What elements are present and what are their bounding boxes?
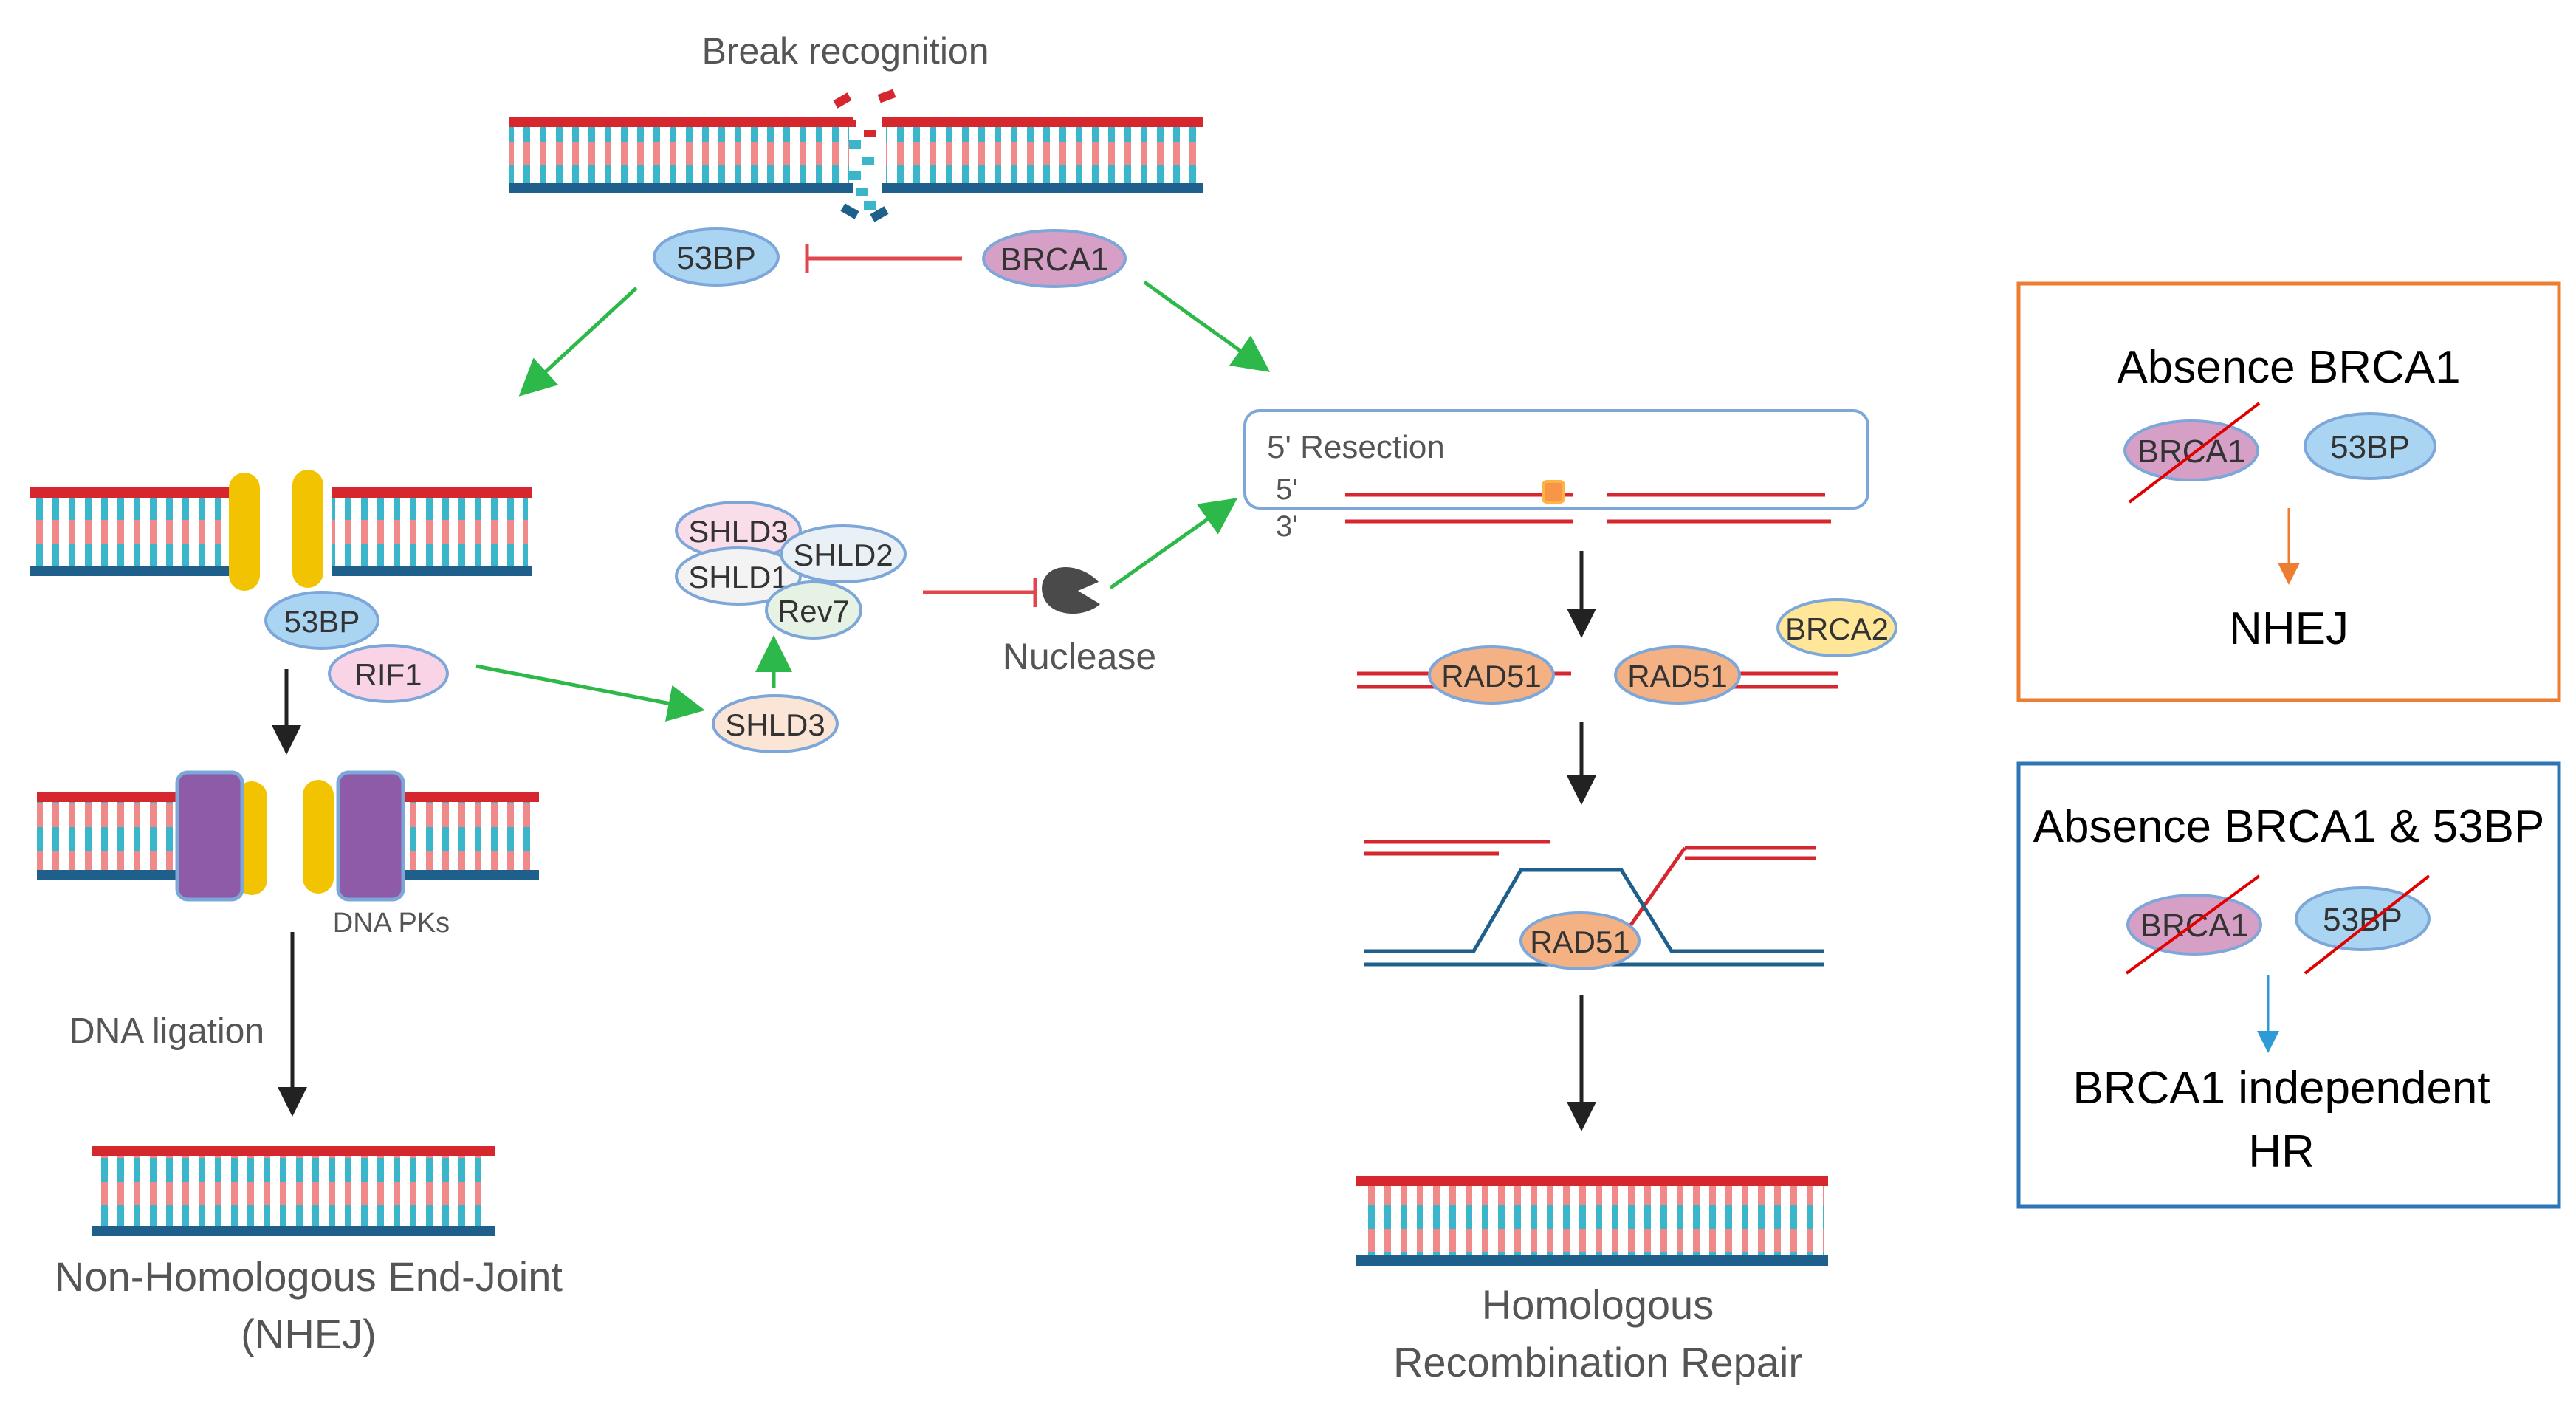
arrow-nuclease-to-resection xyxy=(1109,498,1238,590)
resection-label: 5' Resection xyxy=(1267,429,1445,465)
svg-text:53BP: 53BP xyxy=(284,604,360,639)
arrow-rif1-to-shld3 xyxy=(475,664,705,722)
shieldin-complex: SHLD3 SHLD1 SHLD2 Rev7 xyxy=(675,501,907,640)
dna-repaired-nhej xyxy=(92,1146,495,1236)
box2-result-line2: HR xyxy=(2248,1126,2315,1177)
resection-box xyxy=(1243,409,1869,510)
arrow-to-nhej xyxy=(518,287,638,397)
protein-rad51-a: RAD51 xyxy=(1428,645,1555,705)
dna-with-ku-left xyxy=(30,470,532,591)
five-prime-label: 5' xyxy=(1276,473,1298,506)
legend-box-absence-brca1: Absence BRCA1 BRCA1 53BP NHEJ xyxy=(2016,281,2561,702)
inhibition-shieldin-to-nuclease xyxy=(923,578,1037,607)
inhibition-brca1-to-53bp xyxy=(805,244,962,273)
svg-text:RAD51: RAD51 xyxy=(1441,659,1541,693)
dna-ligation-label: DNA ligation xyxy=(69,1012,264,1051)
svg-text:RAD51: RAD51 xyxy=(1627,659,1727,693)
nuclease-icon xyxy=(1042,566,1100,614)
box2-title: Absence BRCA1 & 53BP xyxy=(2033,801,2545,852)
box2-53bp-crossed: 53BP xyxy=(2295,874,2431,975)
rad51-loading: RAD51 RAD51 xyxy=(1357,645,1838,705)
svg-text:BRCA2: BRCA2 xyxy=(1785,611,1889,646)
protein-53bp-left: 53BP xyxy=(264,591,379,650)
protein-brca1-top: BRCA1 xyxy=(982,229,1127,288)
svg-text:53BP: 53BP xyxy=(2330,429,2410,465)
box2-result-line1: BRCA1 independent xyxy=(2072,1063,2490,1114)
svg-text:SHLD3: SHLD3 xyxy=(725,707,825,742)
dna-pks-label: DNA PKs xyxy=(333,908,450,939)
svg-text:RIF1: RIF1 xyxy=(354,657,422,692)
arrow-to-hr xyxy=(1143,280,1271,372)
dna-with-dnapk xyxy=(37,770,539,902)
svg-text:53BP: 53BP xyxy=(676,240,756,276)
svg-text:BRCA1: BRCA1 xyxy=(1000,241,1109,278)
ku-protein-left xyxy=(229,473,260,591)
svg-text:SHLD3: SHLD3 xyxy=(688,514,788,549)
dna-repaired-hr xyxy=(1356,1176,1828,1266)
protein-shld2: SHLD2 xyxy=(780,524,907,583)
three-prime-label: 3' xyxy=(1276,510,1298,543)
nuclease-cut-site xyxy=(1542,480,1565,504)
box1-brca1-crossed: BRCA1 xyxy=(2123,402,2261,504)
nhej-title-line1: Non-Homologous End-Joint xyxy=(55,1253,563,1300)
dnapk-right xyxy=(336,770,405,902)
protein-53bp-top: 53BP xyxy=(653,227,780,287)
protein-brca2: BRCA2 xyxy=(1776,598,1897,657)
hr-title-line2: Recombination Repair xyxy=(1393,1339,1802,1385)
svg-text:SHLD2: SHLD2 xyxy=(793,538,893,572)
svg-text:RAD51: RAD51 xyxy=(1530,925,1629,959)
svg-text:SHLD1: SHLD1 xyxy=(688,560,788,594)
svg-text:BRCA1: BRCA1 xyxy=(2137,433,2246,470)
protein-shld3-b: SHLD3 xyxy=(712,694,839,753)
legend-box-absence-brca1-53bp: Absence BRCA1 & 53BP BRCA1 53BP BRCA1 in… xyxy=(2016,761,2561,1209)
protein-shld1: SHLD1 xyxy=(675,546,802,606)
protein-rif1: RIF1 xyxy=(328,644,449,703)
svg-text:BRCA1: BRCA1 xyxy=(2140,908,2249,944)
box1-title: Absence BRCA1 xyxy=(2117,342,2460,393)
break-recognition-label: Break recognition xyxy=(701,30,989,72)
protein-rev7: Rev7 xyxy=(765,580,862,640)
dnapk-left xyxy=(175,770,244,902)
box2-brca1-crossed: BRCA1 xyxy=(2125,874,2262,975)
strand-invasion: RAD51 xyxy=(1364,840,1824,970)
svg-text:Rev7: Rev7 xyxy=(777,594,850,628)
broken-dna-top xyxy=(509,89,1203,222)
hr-title-line1: Homologous xyxy=(1482,1281,1714,1328)
resected-dna xyxy=(1345,493,1831,524)
box1-53bp: 53BP xyxy=(2304,412,2436,480)
protein-shld3-a: SHLD3 xyxy=(675,501,802,560)
protein-rad51-c: RAD51 xyxy=(1519,911,1641,970)
nhej-title-line2: (NHEJ) xyxy=(241,1311,377,1357)
protein-rad51-b: RAD51 xyxy=(1614,645,1741,705)
box1-result: NHEJ xyxy=(2229,603,2349,654)
nuclease-label: Nuclease xyxy=(1003,636,1156,677)
ku-protein-right xyxy=(292,470,323,588)
